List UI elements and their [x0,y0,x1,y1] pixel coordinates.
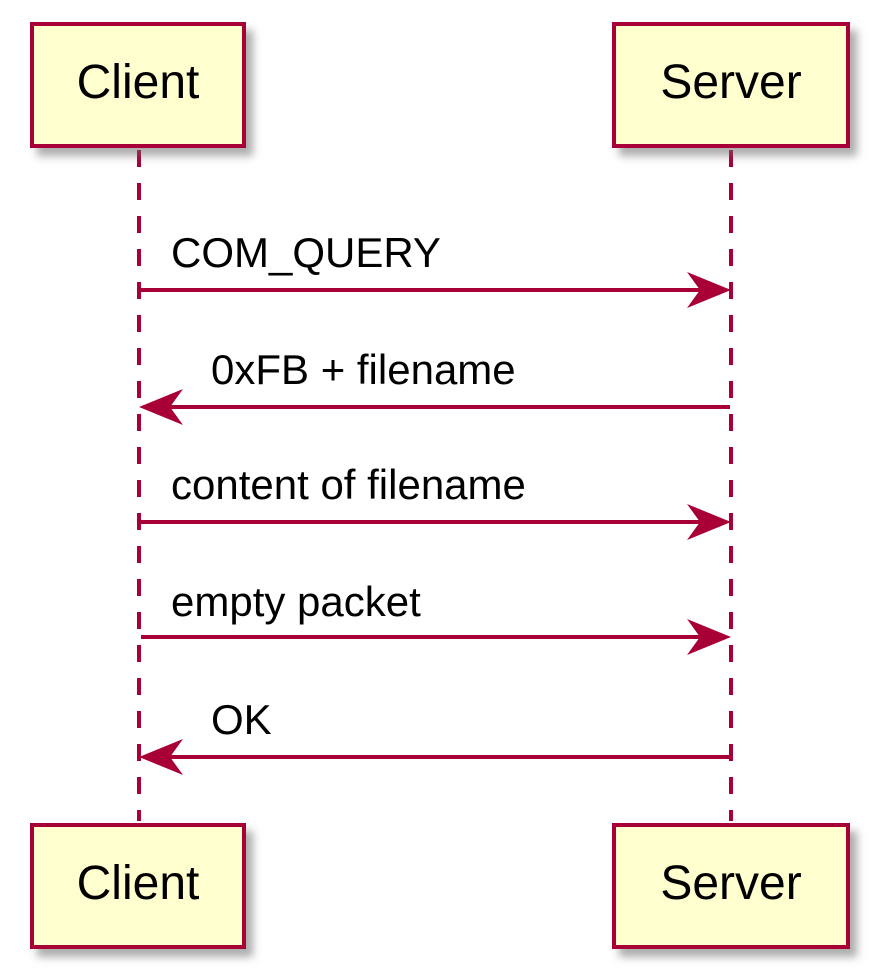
message-label-ok: OK [211,696,272,743]
participant-box-client-bottom: Client [30,823,246,949]
participant-box-server-bottom: Server [612,823,850,949]
participant-box-client-top: Client [30,22,246,148]
message-arrow-com-query [141,272,731,308]
message-arrow-content-of-filename [141,504,731,540]
participant-label-server-top: Server [660,56,802,109]
message-label-0xfb-filename: 0xFB + filename [211,346,516,393]
message-arrow-0xfb-filename [139,389,730,425]
message-label-com-query: COM_QUERY [171,229,441,276]
participant-label-server-bottom: Server [660,857,802,910]
message-arrow-empty-packet [141,619,731,655]
message-arrow-ok [139,739,730,775]
participant-box-server-top: Server [612,22,850,148]
participant-label-client-top: Client [76,56,200,109]
message-label-empty-packet: empty packet [171,578,421,625]
participant-label-client-bottom: Client [76,857,200,910]
message-label-content-of-filename: content of filename [171,461,526,508]
